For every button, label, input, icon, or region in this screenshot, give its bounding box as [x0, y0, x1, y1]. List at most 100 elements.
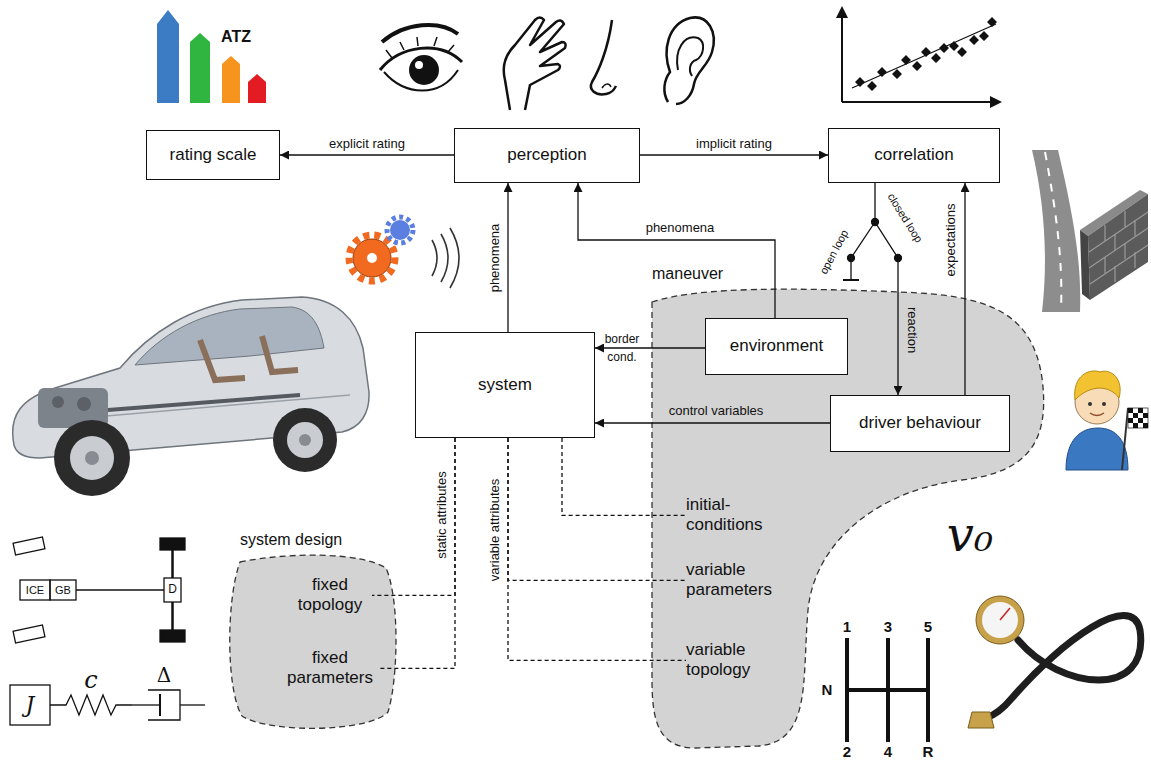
stiffness-symbol: c [84, 667, 97, 695]
gear-shift-pattern [847, 688, 928, 692]
process-box: rating scale [146, 130, 280, 180]
road-and-wall [1089, 211, 1148, 284]
region-outline [652, 289, 1044, 748]
label-holder: ICE [26, 584, 44, 597]
label-holder: 3 [884, 618, 892, 635]
drivetrain-schematic [171, 602, 174, 632]
rating-bars [157, 10, 266, 103]
driver-icon [1138, 418, 1143, 423]
drivetrain-schematic [20, 580, 50, 600]
edge-label: explicit rating [329, 137, 405, 152]
gear-number: N [822, 681, 833, 698]
driver-icon [1122, 408, 1128, 470]
drivetrain-schematic [76, 589, 164, 590]
mass-spring-damper [50, 695, 132, 715]
node-text: rating scale [170, 145, 257, 165]
scatter-plot [852, 24, 996, 88]
nose-icon [591, 20, 616, 94]
loop-switch [851, 222, 875, 280]
switch-label: open loop [817, 228, 851, 277]
sound-waves [432, 228, 459, 288]
scatter-plot [841, 16, 843, 102]
backlash-symbol: Δ [157, 664, 171, 687]
edge-label-holder: reaction [905, 307, 920, 353]
loop-switch [843, 279, 859, 281]
attribute-item: initial- conditions [686, 495, 786, 536]
edge-label-holder: implicit rating [696, 137, 772, 152]
scatter-plot [842, 101, 992, 103]
ear-icon [664, 17, 713, 104]
car-illustration [262, 336, 298, 372]
flow-arrow [280, 154, 454, 155]
drivetrain-schematic [160, 538, 185, 550]
label-holder: 4 [884, 743, 892, 760]
attribute-item: fixed parameters [280, 648, 380, 689]
edge-label-holder: phenomena [646, 221, 715, 236]
process-box: correlation [828, 128, 1000, 183]
nose-icon [602, 84, 611, 88]
node-text: fixed parameters [280, 648, 380, 689]
rating-bars [157, 10, 179, 103]
label-holder: N [822, 681, 833, 698]
label-holder: J [26, 692, 35, 717]
node-text: correlation [874, 145, 953, 165]
drivetrain-schematic [171, 548, 174, 578]
scatter-plot [990, 96, 1002, 108]
road-and-wall [1088, 194, 1148, 300]
eye-icon [409, 55, 439, 85]
node-text: perception [507, 145, 586, 165]
drivetrain-schematic [13, 537, 185, 643]
process-box: perception [454, 128, 640, 183]
edge-label: variable attributes [488, 479, 503, 582]
component-label: GB [55, 584, 71, 597]
sound-waves [441, 234, 448, 282]
mass-spring-damper [10, 685, 50, 725]
driver-icon [1128, 408, 1148, 428]
driver-icon [1128, 418, 1133, 423]
region-heading: system design [240, 530, 342, 549]
flow-arrow [595, 347, 705, 348]
edge-label: expectations [944, 204, 959, 277]
hand-icon [504, 18, 566, 111]
label-holder: ATZ [221, 28, 251, 46]
component-label: D [168, 583, 177, 597]
edge-label-holder: static attributes [435, 471, 450, 558]
driver-icon [1066, 371, 1148, 470]
flow-arrow [595, 422, 830, 423]
rating-bars [190, 33, 210, 103]
gear-icons [367, 253, 377, 263]
tire-gauge [968, 596, 1141, 728]
driver-icon [1128, 408, 1133, 413]
road-and-wall [1032, 150, 1080, 312]
node-text: environment [730, 336, 824, 356]
process-box: environment [705, 318, 848, 375]
car-illustration [287, 422, 323, 458]
car-illustration [70, 436, 114, 480]
driver-icon [1133, 423, 1138, 428]
edge-label-holder: variable attributes [488, 479, 503, 582]
tire-gauge [968, 712, 994, 728]
scatter-plot [836, 6, 848, 18]
switch-label: closed loop [885, 191, 925, 245]
tire-gauge [976, 596, 1024, 644]
mass-spring-damper [159, 694, 161, 716]
edge-label: control variables [669, 404, 764, 419]
car-illustration [13, 297, 369, 496]
car-illustration [54, 420, 130, 496]
edge-label-holder: explicit rating [329, 137, 405, 152]
flow-arrow [964, 183, 965, 395]
edge-label-holder: phenomena [488, 224, 503, 293]
rating-bars [222, 56, 240, 103]
label-holder: GB [55, 584, 71, 597]
label-holder: D [168, 583, 177, 597]
sound-waves [450, 228, 459, 288]
attribute-item: variable topology [686, 640, 786, 681]
flow-arrow [507, 183, 508, 332]
driver-icon [1075, 371, 1120, 400]
sound-waves [432, 240, 437, 276]
node-text: driver behaviour [859, 413, 981, 433]
gear-shift-pattern [847, 640, 928, 740]
driver-icon [1133, 413, 1138, 418]
rating-bars [248, 74, 266, 103]
